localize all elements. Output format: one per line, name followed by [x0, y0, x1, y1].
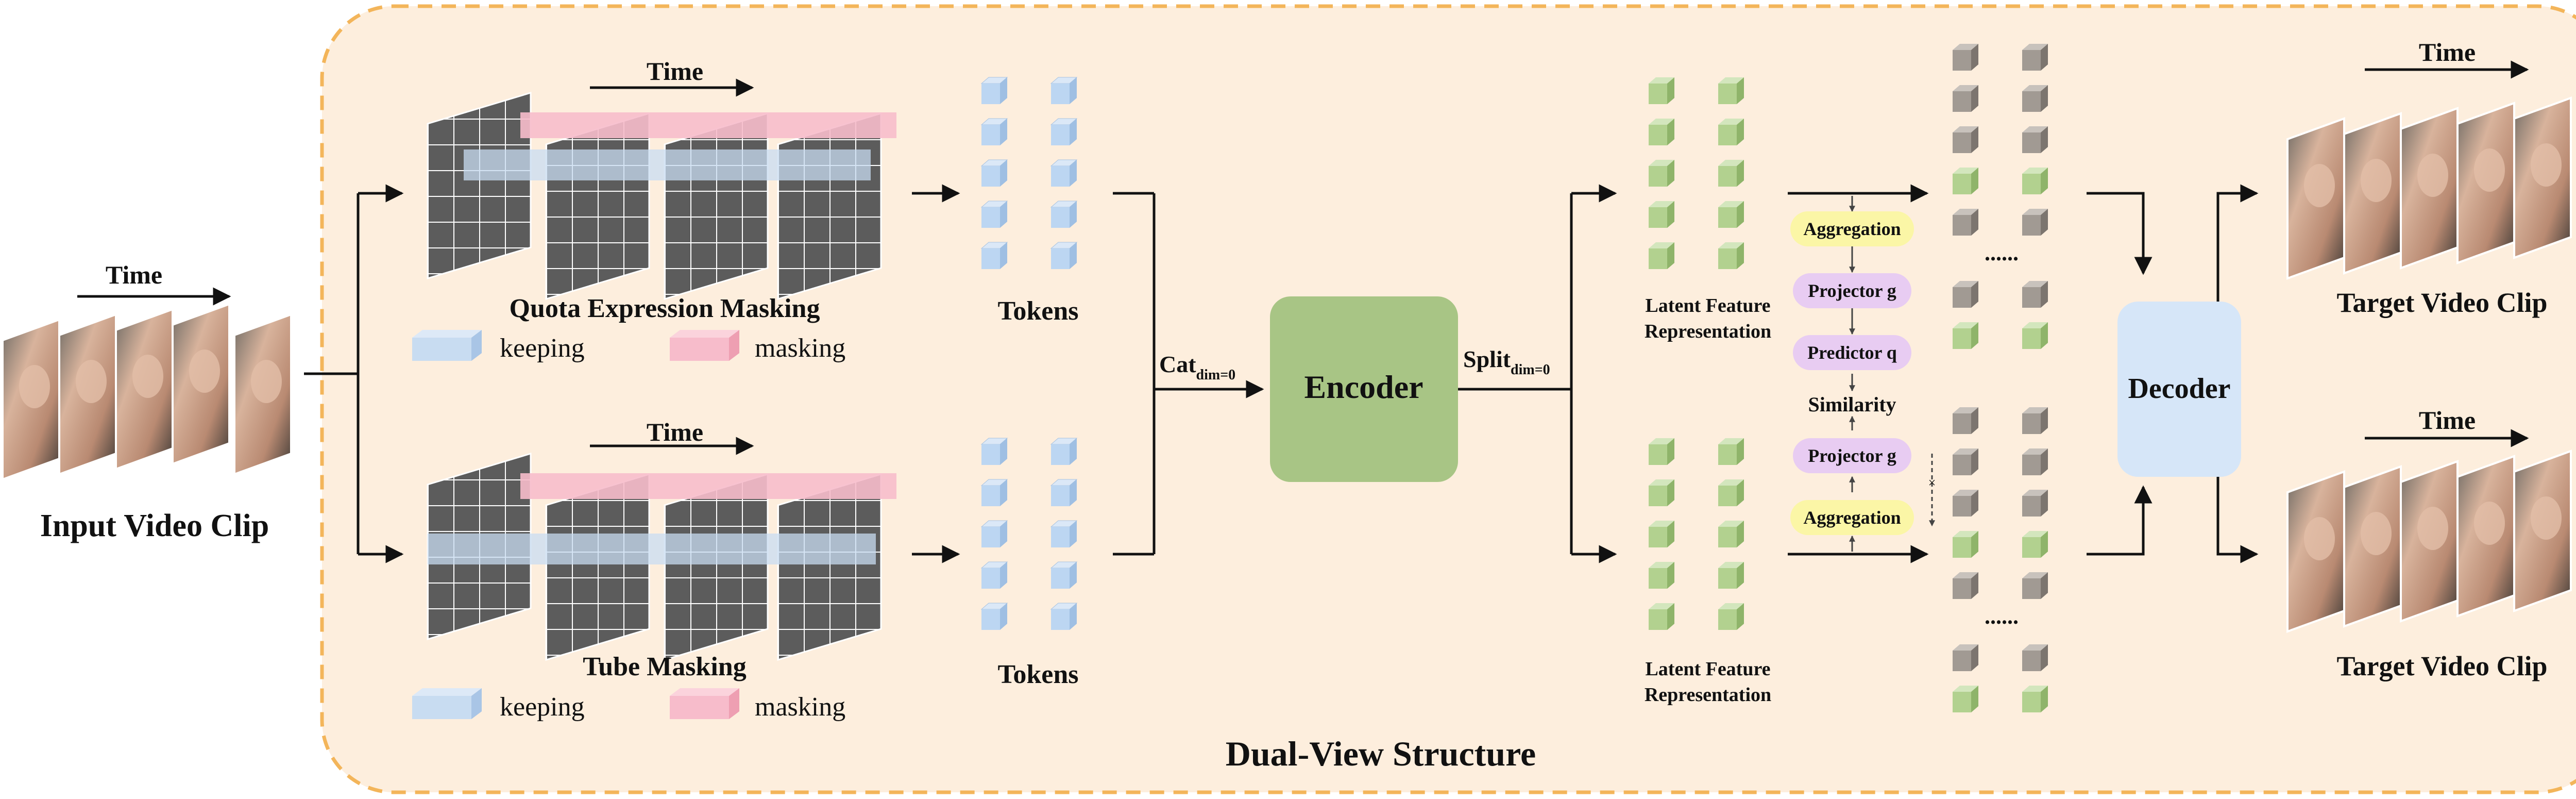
tube-masked-clip [427, 453, 896, 661]
cat-connector [1113, 192, 1264, 556]
target-top-time-label: Time [2419, 38, 2476, 66]
aggregation-top-label: Aggregation [1803, 219, 1901, 239]
top-ellipsis: ...... [1985, 240, 2019, 265]
top-keeping-swatch [412, 330, 482, 361]
stop-gradient-mark: × [1928, 475, 1936, 490]
latent-top-line2: Representation [1645, 321, 1771, 342]
top-masking-swatch [670, 330, 739, 361]
bottom-branch-caption: Tube Masking [583, 652, 746, 681]
cat-label: Catdim=0 [1159, 351, 1235, 383]
top-branch-caption: Quota Expression Masking [510, 294, 820, 323]
projector-bottom-label: Projector g [1808, 445, 1896, 466]
top-time-label: Time [647, 57, 703, 86]
bottom-ellipsis: ...... [1985, 604, 2019, 629]
split-connector [1458, 184, 1617, 563]
target-bottom-time-label: Time [2419, 406, 2476, 435]
decoder-label: Decoder [2128, 373, 2230, 405]
encoder-block [1270, 296, 1458, 482]
bottom-masking-swatch [670, 688, 739, 719]
projector-bottom-block [1793, 438, 1911, 473]
bottom-keeping-swatch [412, 688, 482, 719]
aggregation-top-block [1790, 211, 1914, 246]
quota-masked-clip [427, 92, 896, 300]
bottom-time-label: Time [647, 418, 703, 446]
split-label: Splitdim=0 [1463, 346, 1550, 378]
predictor-block [1793, 335, 1911, 370]
target-bottom-caption: Target Video Clip [2336, 651, 2547, 681]
aggregation-bottom-block [1790, 500, 1914, 535]
projector-top-block [1793, 273, 1911, 308]
input-fork-connector [304, 184, 404, 563]
decoder-input-connectors [2087, 192, 2153, 556]
latent-bottom-line2: Representation [1645, 684, 1771, 706]
target-video-clip-top [2286, 97, 2572, 279]
input-video-clip [2, 303, 292, 480]
target-video-clip-bottom [2286, 450, 2572, 632]
aggregation-bottom-label: Aggregation [1803, 507, 1901, 528]
dual-view-structure-label: Dual-View Structure [1226, 734, 1536, 773]
target-top-caption: Target Video Clip [2336, 287, 2547, 318]
encoder-label: Encoder [1304, 369, 1423, 405]
latent-top-line1: Latent Feature [1645, 295, 1770, 317]
input-time-label: Time [106, 260, 162, 289]
top-keeping-label: keeping [500, 334, 585, 363]
projector-top-label: Projector g [1808, 280, 1896, 301]
decoder-output-connectors [2216, 184, 2259, 563]
input-caption: Input Video Clip [40, 508, 269, 543]
bottom-tokens-label: Tokens [997, 660, 1078, 689]
decoder-block [2117, 302, 2241, 477]
top-masking-label: masking [755, 334, 845, 363]
latent-bottom-line1: Latent Feature [1645, 658, 1770, 680]
similarity-chain-arrows [1849, 196, 1935, 552]
bottom-keeping-label: keeping [500, 692, 585, 722]
similarity-label: Similarity [1808, 393, 1896, 416]
predictor-label: Predictor q [1807, 342, 1897, 363]
top-tokens-label: Tokens [997, 296, 1078, 326]
bottom-masking-label: masking [755, 692, 845, 722]
